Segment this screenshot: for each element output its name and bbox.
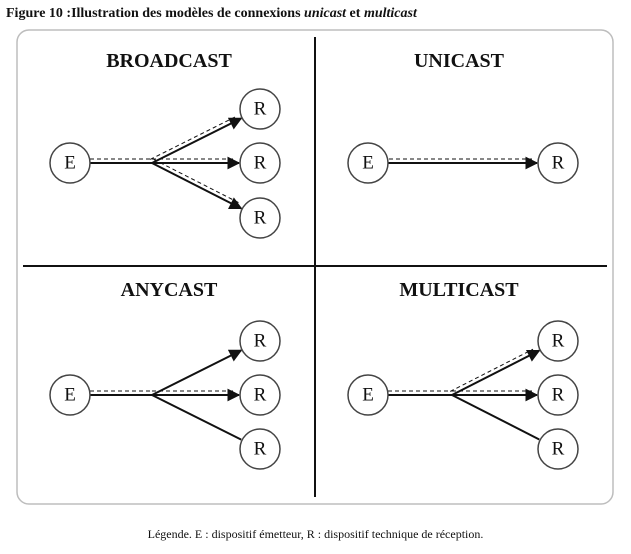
anycast-receiver-node-2	[239, 374, 281, 416]
caption-term-multicast: multicast	[363, 6, 417, 21]
multicast-link-1	[451, 349, 541, 396]
broadcast-receiver-label-1: R	[254, 99, 267, 120]
multicast-receiver-node-2	[537, 374, 579, 416]
multicast-receiver-label-1: R	[552, 331, 565, 352]
anycast-panel: ANYCAST E R R R	[49, 279, 281, 470]
broadcast-panel: BROADCAST E R R R	[49, 50, 281, 239]
anycast-receiver-label-3: R	[254, 439, 267, 460]
figure-caption: Figure 10 :Illustration des modèles de c…	[6, 6, 417, 22]
anycast-link-1	[151, 349, 243, 396]
multicast-receiver-label-2: R	[552, 385, 565, 406]
broadcast-receiver-label-3: R	[254, 208, 267, 229]
anycast-receiver-node-3	[239, 428, 281, 470]
anycast-receiver-node-1	[239, 320, 281, 362]
broadcast-sender-node	[49, 142, 91, 184]
anycast-receiver-label-2: R	[254, 385, 267, 406]
broadcast-link-3	[151, 162, 243, 210]
multicast-sender-node	[347, 374, 389, 416]
unicast-sender-label: E	[362, 153, 374, 174]
anycast-link-3	[151, 394, 242, 441]
caption-prefix: Figure 10 :Illustration des modèles de c…	[6, 6, 305, 21]
broadcast-dashed-link-1	[149, 116, 236, 160]
anycast-title: ANYCAST	[121, 279, 218, 301]
broadcast-receiver-label-2: R	[254, 153, 267, 174]
unicast-receiver-node-1	[537, 142, 579, 184]
anycast-sender-label: E	[64, 385, 76, 406]
caption-term-unicast: unicast	[304, 6, 347, 21]
legend-text: Légende. E : dispositif émetteur, R : di…	[147, 527, 484, 541]
unicast-receiver-label-1: R	[552, 153, 565, 174]
anycast-receiver-label-1: R	[254, 331, 267, 352]
multicast-receiver-node-1	[537, 320, 579, 362]
multicast-receiver-label-3: R	[552, 439, 565, 460]
multicast-sender-label: E	[362, 385, 374, 406]
broadcast-receiver-node-2	[239, 142, 281, 184]
unicast-title: UNICAST	[414, 50, 505, 72]
anycast-sender-node	[49, 374, 91, 416]
broadcast-link-1	[151, 117, 243, 164]
broadcast-dashed-link-3	[153, 158, 239, 204]
unicast-sender-node	[347, 142, 389, 184]
broadcast-receiver-node-1	[239, 88, 281, 130]
caption-middle: et	[346, 6, 364, 21]
unicast-panel: UNICAST E R	[347, 50, 579, 184]
multicast-link-3	[451, 394, 540, 441]
diagram-frame	[16, 29, 614, 505]
multicast-receiver-node-3	[537, 428, 579, 470]
multicast-panel: MULTICAST E R R R	[347, 279, 579, 470]
multicast-title: MULTICAST	[399, 279, 519, 301]
multicast-dashed-link-1	[449, 348, 534, 392]
broadcast-sender-label: E	[64, 153, 76, 174]
broadcast-receiver-node-3	[239, 197, 281, 239]
broadcast-title: BROADCAST	[106, 50, 232, 72]
